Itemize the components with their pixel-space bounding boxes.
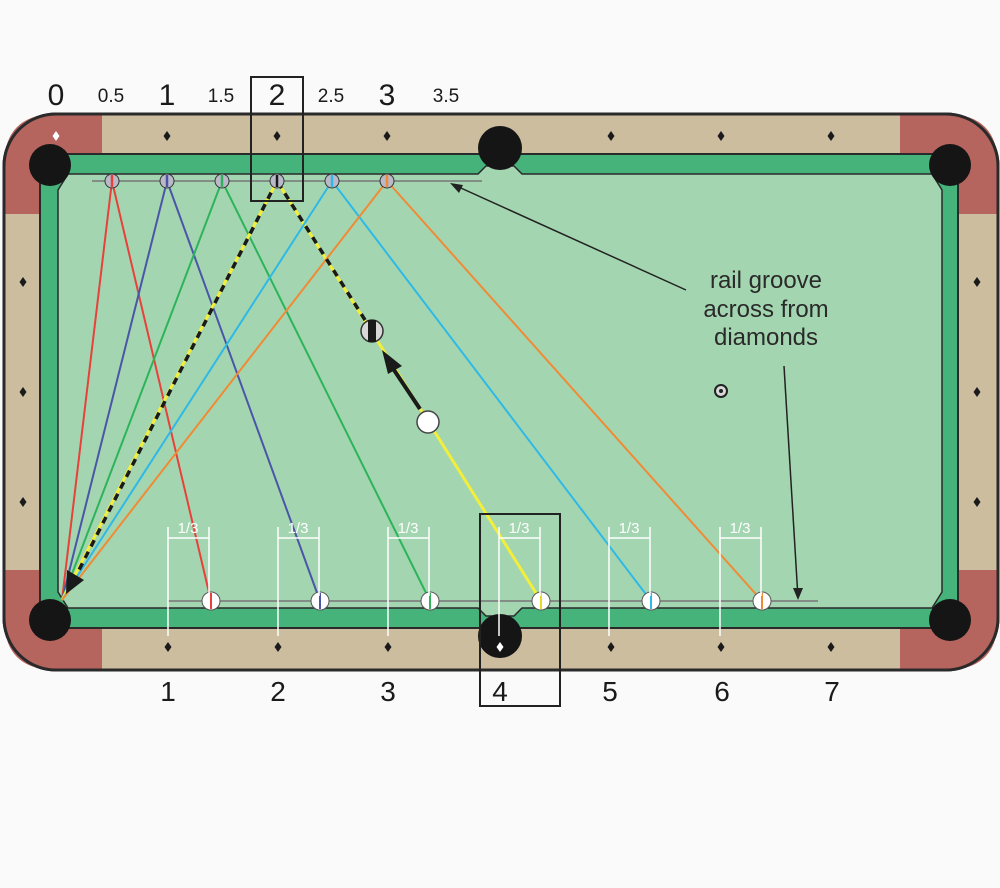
diamond-sight-icon bbox=[164, 642, 172, 652]
dashed-segment bbox=[275, 180, 374, 332]
top-label: 1.5 bbox=[208, 86, 234, 107]
bottom-diamond-labels: 1 2 3 4 5 6 7 bbox=[160, 676, 840, 707]
diamond-sight-icon bbox=[973, 277, 981, 287]
pocket-icon bbox=[29, 599, 71, 641]
pocket-icon bbox=[478, 614, 522, 658]
one-third-label: 1/3 bbox=[619, 520, 640, 537]
top-diamond-labels: 0 0.5 1 1.5 2 2.5 3 3.5 bbox=[48, 79, 460, 112]
corner-cap-bottom-left bbox=[4, 570, 102, 670]
one-third-brackets: 1/3 1/3 1/3 1/3 1/3 1/3 bbox=[167, 520, 762, 636]
pocket-icon bbox=[929, 599, 971, 641]
annotation-line-2: across from bbox=[703, 296, 828, 323]
diamond-sight-icon bbox=[717, 131, 725, 141]
bank-line-orange bbox=[61, 180, 388, 601]
bank-line-red bbox=[111, 180, 212, 602]
bank-line-cyan bbox=[61, 180, 333, 601]
diamond-sight-icon bbox=[19, 497, 27, 507]
one-third-bracket: 1/3 bbox=[719, 520, 762, 636]
highlight-box-bottom bbox=[479, 513, 561, 707]
pocket-icon bbox=[929, 144, 971, 186]
arrow-icon bbox=[450, 183, 463, 193]
top-label: 0.5 bbox=[98, 86, 124, 107]
bank-line-green bbox=[61, 180, 223, 601]
top-label: 3 bbox=[379, 79, 396, 112]
one-third-bracket: 1/3 bbox=[498, 520, 541, 636]
diamond-sight-icon bbox=[52, 131, 60, 141]
one-third-label: 1/3 bbox=[178, 520, 199, 537]
bottom-label: 2 bbox=[270, 676, 286, 707]
spot-ball-icon bbox=[714, 384, 728, 398]
one-third-bracket: 1/3 bbox=[608, 520, 651, 636]
diamond-sight-icon bbox=[384, 642, 392, 652]
diamond-sight-icon bbox=[973, 387, 981, 397]
bottom-label: 6 bbox=[714, 676, 730, 707]
bank-line-cyan bbox=[331, 180, 652, 602]
contact-marker-stripes bbox=[110, 175, 389, 187]
diamond-sight-icon bbox=[274, 642, 282, 652]
diamond-sight-icon bbox=[717, 642, 725, 652]
pockets bbox=[29, 126, 971, 658]
pocket-icon bbox=[29, 144, 71, 186]
diamond-sight-icon bbox=[607, 642, 615, 652]
bank-line-orange bbox=[386, 180, 763, 602]
dashed-segment bbox=[76, 180, 279, 573]
highlight-box-top bbox=[250, 76, 304, 202]
bank-line-green bbox=[221, 180, 431, 602]
table-cloth bbox=[57, 165, 943, 617]
one-third-label: 1/3 bbox=[509, 520, 530, 537]
arrow-icon bbox=[66, 570, 84, 594]
corner-cap-bottom-right bbox=[900, 570, 998, 670]
bottom-label: 4 bbox=[492, 676, 508, 707]
diamond-sights bbox=[19, 131, 981, 652]
diamond-sight-icon bbox=[19, 277, 27, 287]
diamond-sight-icon bbox=[496, 642, 504, 652]
diamond-sight-icon bbox=[19, 387, 27, 397]
one-third-bracket: 1/3 bbox=[167, 520, 210, 636]
corner-cap-top-left bbox=[4, 114, 102, 214]
bottom-label: 5 bbox=[602, 676, 618, 707]
arrow-icon bbox=[382, 350, 402, 374]
diamond-sight-icon bbox=[973, 497, 981, 507]
bank-line-red bbox=[61, 180, 113, 601]
top-label: 2.5 bbox=[318, 86, 344, 107]
annotation-line-1: rail groove bbox=[710, 267, 822, 294]
bottom-label: 3 bbox=[380, 676, 396, 707]
diamond-sight-icon bbox=[827, 642, 835, 652]
pocket-icon bbox=[478, 126, 522, 170]
one-third-label: 1/3 bbox=[730, 520, 751, 537]
bank-line-blue bbox=[166, 180, 321, 602]
dashed-shot-path bbox=[76, 180, 374, 573]
top-label: 0 bbox=[48, 79, 65, 112]
rail-outline bbox=[2, 112, 1000, 672]
annotation-line-3: diamonds bbox=[714, 324, 818, 351]
diamond-sight-icon bbox=[273, 131, 281, 141]
one-third-label: 1/3 bbox=[398, 520, 419, 537]
cue-ball-icon bbox=[416, 410, 440, 434]
corner-cap-top-right bbox=[900, 114, 998, 214]
bottom-label: 1 bbox=[160, 676, 176, 707]
diamond-sight-icon bbox=[383, 131, 391, 141]
target-ball-stripes bbox=[210, 593, 763, 609]
bottom-label: 7 bbox=[824, 676, 840, 707]
top-label: 1 bbox=[159, 79, 176, 112]
top-label: 3.5 bbox=[433, 86, 459, 107]
diamond-sight-icon bbox=[607, 131, 615, 141]
diamond-sight-icon bbox=[163, 131, 171, 141]
one-third-bracket: 1/3 bbox=[277, 520, 320, 636]
one-third-bracket: 1/3 bbox=[387, 520, 430, 636]
diamond-sight-icon bbox=[827, 131, 835, 141]
object-ball-icon bbox=[360, 319, 384, 343]
bank-line-blue bbox=[61, 180, 168, 601]
cue-direction-line bbox=[388, 362, 422, 411]
annotation-pointer-top bbox=[451, 183, 687, 291]
arrow-icon bbox=[793, 588, 803, 600]
top-label: 2 bbox=[269, 79, 286, 112]
one-third-label: 1/3 bbox=[288, 520, 309, 537]
annotation-pointer-bottom bbox=[783, 365, 799, 599]
